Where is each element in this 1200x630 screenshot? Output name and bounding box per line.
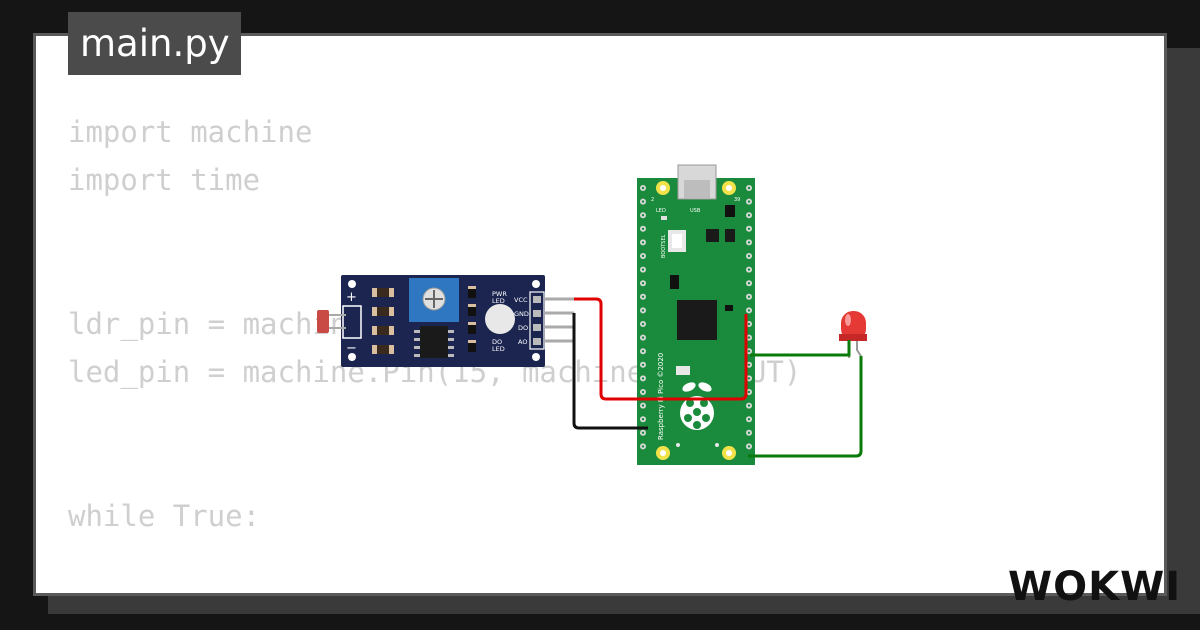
pico-header-pin-hole	[641, 268, 645, 271]
do-label: DO	[492, 338, 502, 346]
bootsel-silkscreen: BOOTSEL	[661, 234, 667, 258]
pico-header-pin-hole	[641, 295, 645, 298]
pico-header-pin-hole	[641, 309, 645, 312]
pico-header-pin-hole	[641, 254, 645, 258]
pico-header-pin-hole	[747, 186, 751, 190]
gnd-wire[interactable]	[572, 313, 648, 430]
minus-label: −	[346, 341, 357, 356]
pico-pins-left	[640, 185, 646, 450]
pico-header-pin-hole	[747, 363, 751, 366]
rp2040-chip	[677, 300, 717, 340]
file-tab[interactable]: main.py	[68, 12, 241, 75]
pico-header-pin-hole	[641, 336, 645, 339]
red-led[interactable]	[839, 311, 867, 358]
wokwi-logo: WOKWI	[1008, 564, 1178, 608]
pico-header-pin-hole	[747, 404, 751, 407]
pico-header-pin-hole	[641, 363, 645, 366]
pico-header-pin-hole	[641, 404, 645, 407]
raspberry-pi-pico[interactable]: 2 39 LED USB BOOTSEL Raspberry Pi Pico ©…	[637, 164, 755, 465]
pin-number-39: 39	[734, 197, 740, 203]
usb-silkscreen: USB	[690, 208, 701, 214]
ao-pin-label: AO	[518, 338, 527, 346]
code-line: import time	[68, 163, 261, 197]
pico-header-pin-hole	[747, 268, 751, 271]
pico-header-pin-hole	[641, 445, 645, 448]
pico-header-pin-hole	[747, 350, 751, 353]
vcc-label: VCC	[514, 296, 528, 304]
pico-header-pin-hole	[641, 418, 645, 421]
led-silkscreen: LED	[656, 208, 666, 214]
pico-header-pin-hole	[641, 431, 645, 434]
photoresistor[interactable]	[317, 310, 329, 333]
pico-header-pin-hole	[747, 445, 751, 448]
pico-header-pin-hole	[747, 431, 751, 434]
pico-header-pin-hole	[641, 282, 645, 285]
pico-header-pin-hole	[747, 377, 751, 380]
pwr-led-label: LED	[492, 297, 505, 305]
pico-header-pin-hole	[641, 241, 645, 244]
raspberry-logo-icon	[680, 382, 714, 430]
pico-header-pin-hole	[747, 227, 751, 230]
led-anode-wire[interactable]	[750, 340, 851, 357]
do-pin-label: DO	[518, 324, 528, 332]
vcc-wire[interactable]	[574, 297, 748, 401]
pico-header-pin-hole	[747, 390, 751, 394]
pico-header-pin-hole	[747, 418, 751, 421]
pin-number-2: 2	[651, 197, 654, 203]
pico-header-pin-hole	[747, 241, 751, 244]
gnd-label: GND	[514, 310, 529, 318]
pico-header-pin-hole	[747, 322, 751, 326]
pico-header-pin-hole	[641, 227, 645, 230]
pico-header-pin-hole	[641, 322, 645, 326]
pico-header-pin-hole	[747, 336, 751, 339]
pico-header-pin-hole	[641, 200, 645, 203]
ldr-sensor-module[interactable]: + − PWR LED DO LED VCC GND	[317, 275, 574, 367]
pico-header-pin-hole	[747, 254, 751, 258]
pico-header-pin-hole	[747, 295, 751, 298]
wokwi-logo-text: WOKWI	[1008, 564, 1178, 608]
led-cathode-wire[interactable]	[748, 356, 863, 458]
pico-header-pin-hole	[641, 350, 645, 353]
pico-header-pin-hole	[747, 282, 751, 285]
plus-label: +	[346, 290, 357, 305]
board-label: Raspberry Pi Pico ©2020	[657, 353, 665, 440]
code-line: import machine	[68, 115, 313, 149]
pico-header-pin-hole	[641, 390, 645, 394]
pico-header-pin-hole	[747, 214, 751, 217]
pico-header-pin-hole	[747, 309, 751, 312]
pico-header-pin-hole	[641, 186, 645, 190]
pico-header-pin-hole	[641, 214, 645, 217]
pico-header-pin-hole	[641, 377, 645, 380]
status-led-dome	[485, 304, 515, 334]
pico-header-pin-hole	[747, 200, 751, 203]
code-line: while True:	[68, 499, 261, 533]
do-led-label: LED	[492, 345, 505, 353]
pwr-label: PWR	[492, 290, 507, 298]
